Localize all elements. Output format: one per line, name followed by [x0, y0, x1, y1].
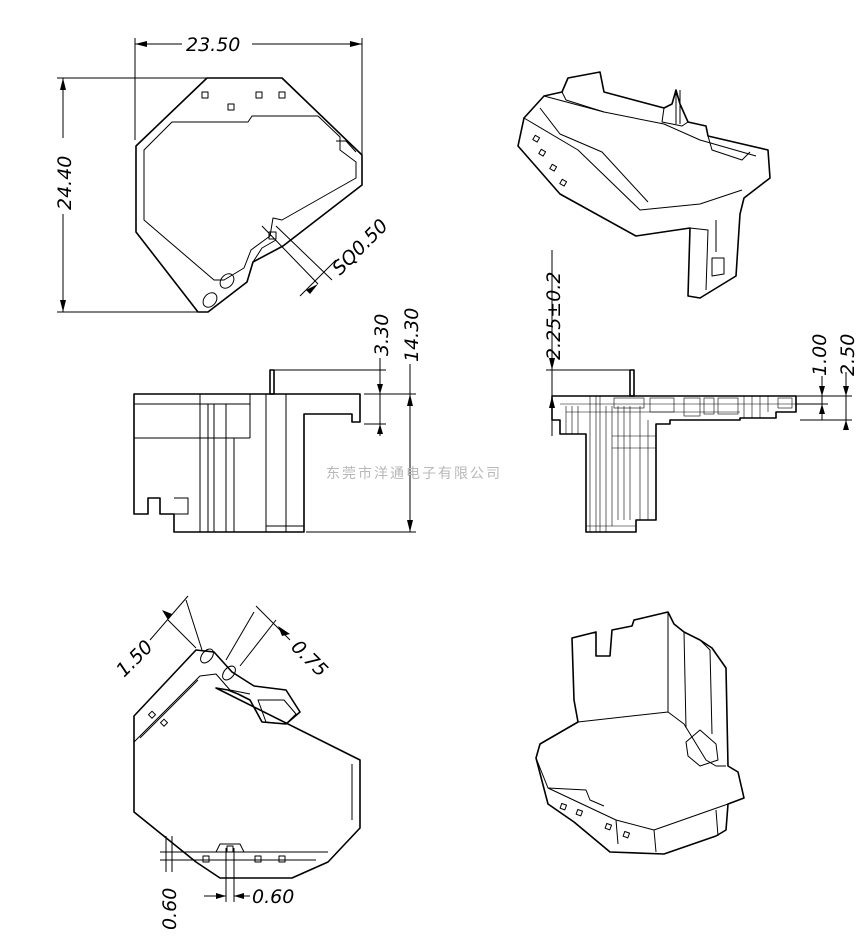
- dim-text-total-height: 14.30: [401, 308, 423, 362]
- side-view: [551, 369, 797, 533]
- dim-sq-pin: SQ0.50: [261, 215, 393, 297]
- dim-text-gap-b: 0.60: [252, 886, 294, 908]
- dim-text-slot-b: 0.75: [286, 636, 331, 681]
- dim-text-gap-a: 0.60: [159, 888, 181, 930]
- dim-width-top: 23.50: [134, 34, 363, 155]
- front-view: [133, 369, 361, 533]
- dim-text-pin-length: 3.30: [371, 314, 393, 356]
- top-view: [135, 77, 363, 313]
- dim-text-thickness-b: 2.50: [837, 334, 859, 376]
- bottom-view: [133, 648, 361, 879]
- dim-text-offset-tol: 2.25±0.2: [543, 272, 565, 360]
- dim-front-right: 3.30 14.30: [274, 308, 423, 533]
- watermark: 东莞市洋通电子有限公司: [326, 465, 502, 482]
- dim-side-right: 1.00 2.50: [796, 334, 859, 430]
- dim-text-width-top: 23.50: [186, 34, 240, 56]
- dim-text-thickness-a: 1.00: [809, 334, 831, 376]
- iso-view-top: [517, 71, 771, 299]
- dim-text-sq-pin: SQ0.50: [328, 215, 393, 280]
- dim-height-left: 24.40: [54, 77, 207, 313]
- dim-side-offset: 2.25±0.2: [543, 250, 630, 436]
- dim-text-slot-a: 1.50: [112, 636, 157, 681]
- dim-bottom-gaps: 0.60 0.60: [159, 836, 294, 930]
- dim-text-height-left: 24.40: [54, 156, 76, 210]
- dim-bottom-slots: 1.50 0.75: [112, 595, 332, 682]
- iso-view-bottom: [535, 611, 745, 855]
